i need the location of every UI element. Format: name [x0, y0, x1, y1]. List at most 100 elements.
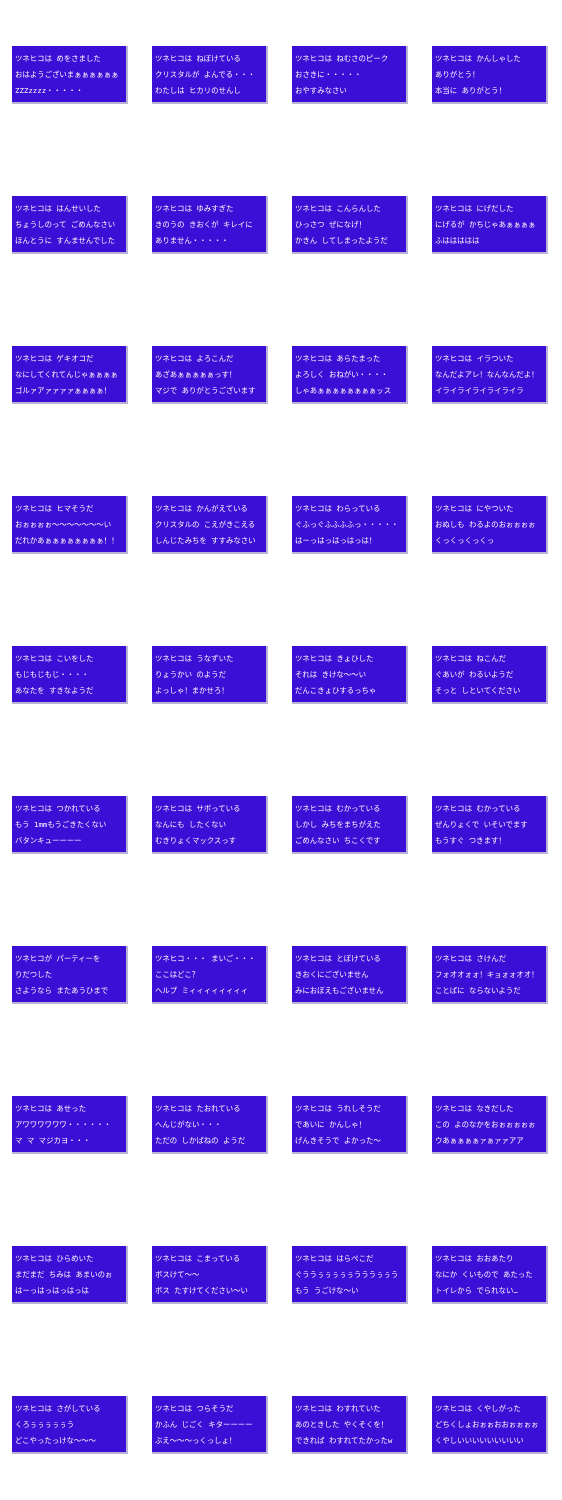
- message-line: もう 1mmもうごきたくない: [15, 820, 107, 829]
- message-line: ツネヒコは さがしている: [15, 1404, 101, 1413]
- message-line: ごめんなさい ちこくです: [295, 836, 381, 845]
- message-box: ツネヒコが パーティーをりだつしたさようなら またあうひまで: [12, 946, 128, 1004]
- message-line: それは きけな～～い: [295, 670, 366, 679]
- message-line: はーっはっはっはっは！: [295, 536, 377, 545]
- message-line: イライライライライライラ: [435, 386, 524, 395]
- message-line: ぶえ～～～っくっしょ！: [155, 1436, 237, 1445]
- message-line: ツネヒコは はんせいした: [15, 204, 101, 213]
- message-line: かふん じごく キターーーー: [155, 1420, 253, 1429]
- message-line: できれば わすれてたかったw: [295, 1436, 393, 1445]
- message-line: ツネヒコは つらそうだ: [155, 1404, 234, 1413]
- message-line: みにおぼえもございません: [295, 986, 384, 995]
- message-line: フォオオォォ！キョォォオオ！: [435, 970, 539, 979]
- message-box: ツネヒコは あらたまったよろしく おねがい・・・・しゃあぁぁぁぁぁぁぁぁッス: [292, 346, 408, 404]
- message-line: おやすみなさい: [295, 86, 347, 95]
- message-box: ツネヒコは わらっているぐふっぐふふふふっ・・・・・はーっはっはっはっは！: [292, 496, 408, 554]
- message-line: ツネヒコは かんがえている: [155, 504, 248, 513]
- message-line: ツネヒコは とぼけている: [295, 954, 381, 963]
- message-line: 本当に ありがとう！: [435, 86, 506, 95]
- message-box: ツネヒコは ゲキオコだなにしてくれてんじゃぁぁぁぁゴルァアァァァァぁぁぁぁ！: [12, 346, 128, 404]
- message-line: あなたを すきなようだ: [15, 686, 94, 695]
- message-line: りだつした: [15, 970, 52, 979]
- message-line: ただの しかばねの ようだ: [155, 1136, 246, 1145]
- message-box: ツネヒコは たおれているへんじがない・・・ただの しかばねの ようだ: [152, 1096, 268, 1154]
- message-line: しゃあぁぁぁぁぁぁぁぁッス: [295, 386, 392, 395]
- message-box: ツネヒコは よろこんだあざあぁぁぁぁぁっす！マジで ありがとうございます: [152, 346, 268, 404]
- message-line: ツネヒコは こまっている: [155, 1254, 241, 1263]
- message-line: ツネヒコは にげだした: [435, 204, 514, 213]
- message-line: ツネヒコは ゆみすぎた: [155, 204, 234, 213]
- message-line: ありません・・・・・: [155, 236, 229, 245]
- message-line: よろしく おねがい・・・・: [295, 370, 389, 379]
- message-line: ボスけて～～: [155, 1270, 200, 1279]
- message-line: だれかあぁぁぁぁぁぁぁぁ！！: [15, 536, 119, 545]
- message-line: バタンキューーーー: [15, 836, 82, 845]
- message-line: まだまだ ちみは あまいのぉ: [15, 1270, 113, 1279]
- message-box: ツネヒコは つかれているもう 1mmもうごきたくないバタンキューーーー: [12, 796, 128, 854]
- message-line: ツネヒコは かんしゃした: [435, 54, 521, 63]
- message-line: ちょうしのって ごめんなさい: [15, 220, 116, 229]
- message-line: どこやったっけな～～～: [15, 1436, 97, 1445]
- message-line: ツネヒコは ヒマそうだ: [15, 504, 94, 513]
- message-line: おはようございまぁぁぁぁぁぁ: [15, 70, 119, 79]
- message-box: ツネヒコは ゆみすぎたきのうの きおくが キレイにありません・・・・・: [152, 196, 268, 254]
- message-line: ツネヒコは あせった: [15, 1104, 86, 1113]
- message-box: ツネヒコは わすれていたあのときした やくそくを！ できれば わすれてたかったw: [292, 1396, 408, 1454]
- message-box: ツネヒコは はらぺこだぐううぅぅぅぅぅうううぅぅうもう うごけな～い: [292, 1246, 408, 1304]
- message-line: ツネヒコは うなずいた: [155, 654, 234, 663]
- message-line: ツネヒコは くやしがった: [435, 1404, 521, 1413]
- message-line: アワワワワワワ・・・・・・: [15, 1120, 112, 1129]
- message-line: ツネヒコは にやついた: [435, 504, 514, 513]
- message-box: ツネヒコは こんらんしたひっさつ ぜになげ！かきん してしまったようだ: [292, 196, 408, 254]
- message-line: この よのなかをおぉぉぉぉぉ: [435, 1120, 536, 1129]
- message-line: だんこきょひするっちゃ: [295, 686, 377, 695]
- message-line: マジで ありがとうございます: [155, 386, 256, 395]
- message-line: ツネヒコは あらたまった: [295, 354, 381, 363]
- message-line: ツネヒコは こいをした: [15, 654, 94, 663]
- message-box: ツネヒコは ねむさのピークおさきに・・・・・おやすみなさい: [292, 46, 408, 104]
- message-box: ツネヒコは うれしそうだであいに かんしゃ！げんきそうで よかった～: [292, 1096, 408, 1154]
- message-line: ツネヒコは ねぼけている: [155, 54, 241, 63]
- message-line: ツネヒコは むかっている: [435, 804, 521, 813]
- message-line: トイレから でられない…: [435, 1286, 518, 1295]
- message-line: なんだよアレ！なんなんだよ！: [435, 370, 539, 379]
- message-line: ツネヒコは わすれていた: [295, 1404, 381, 1413]
- message-box: ツネヒコは イラついたなんだよアレ！なんなんだよ！イライライライライライラ: [432, 346, 548, 404]
- message-box: ツネヒコは にやついたおぬしも わるよのおぉぉぉぉくっくっくっくっ: [432, 496, 548, 554]
- message-box: ツネヒコは なきだしたこの よのなかをおぉぉぉぉぉウあぁぁぁぁァぁァァアア: [432, 1096, 548, 1154]
- message-box: ツネヒコは はんせいしたちょうしのって ごめんなさいほんとうに すんませんでした: [12, 196, 128, 254]
- message-line: くやしいいいいいいいいい: [435, 1436, 524, 1445]
- message-line: あざあぁぁぁぁぁっす！: [155, 370, 237, 379]
- message-line: ひっさつ ぜになげ！: [295, 220, 366, 229]
- message-line: ツネヒコは つかれている: [15, 804, 101, 813]
- message-line: わたしは ヒカリのせんし: [155, 86, 241, 95]
- message-line: ふははははは: [435, 236, 480, 245]
- message-box: ツネヒコは むかっているぜんりょくで いそいでますもうすぐ つきます！: [432, 796, 548, 854]
- message-line: ツネヒコは さけんだ: [435, 954, 506, 963]
- message-box: ツネヒコは サボっているなんにも したくないむきりょくマックスっす: [152, 796, 268, 854]
- message-line: ツネヒコは はらぺこだ: [295, 1254, 374, 1263]
- message-line: くろぅぅぅぅぅう: [15, 1420, 75, 1429]
- message-line: あのときした やくそくを！: [295, 1420, 389, 1429]
- message-line: ぐあいが わるいようだ: [435, 670, 514, 679]
- message-box: ツネヒコは こいをしたもじもじもじ・・・・あなたを すきなようだ: [12, 646, 128, 704]
- message-line: しんじたみちを すすみなさい: [155, 536, 256, 545]
- message-line: ゴルァアァァァァぁぁぁぁ！: [15, 386, 112, 395]
- message-box: ツネヒコは ひらめいたまだまだ ちみは あまいのぉはーっはっはっはっは: [12, 1246, 128, 1304]
- message-line: げんきそうで よかった～: [295, 1136, 381, 1145]
- message-line: くっくっくっくっ: [435, 536, 495, 545]
- message-line: おぉぉぉぉ～～～～～～～い: [15, 520, 112, 529]
- message-line: ツネヒコは ねこんだ: [435, 654, 506, 663]
- message-line: マ マ マジカヨ・・・: [15, 1136, 91, 1145]
- message-line: ツネヒコが パーティーを: [15, 954, 101, 963]
- message-line: ボス たすけてください～い: [155, 1286, 248, 1295]
- message-line: であいに かんしゃ！: [295, 1120, 366, 1129]
- message-line: ぜんりょくで いそいでます: [435, 820, 528, 829]
- message-box: ツネヒコは さけんだフォオオォォ！キョォォオオ！ことばに ならないようだ: [432, 946, 548, 1004]
- message-line: クリスタルの こえがきこえる: [155, 520, 256, 529]
- message-line: なにしてくれてんじゃぁぁぁぁ: [15, 370, 118, 379]
- message-line: きのうの きおくが キレイに: [155, 220, 253, 229]
- message-line: ZZZzzzz・・・・・: [15, 86, 84, 95]
- message-line: ヘルプ ミィィィィィィィィ: [155, 986, 249, 995]
